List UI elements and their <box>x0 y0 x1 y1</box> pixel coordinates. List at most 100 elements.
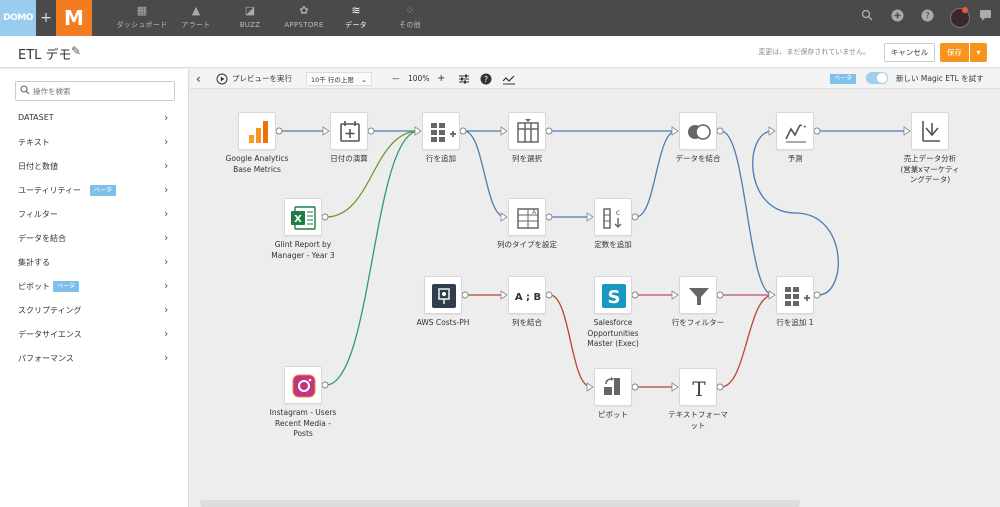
sidebar-item[interactable]: パフォーマンス› <box>0 347 189 371</box>
etl-node-combine[interactable]: A ; B <box>508 276 546 314</box>
nav-dashboard[interactable]: ▦ ダッシュボード <box>112 0 172 36</box>
m-logo[interactable]: M <box>56 0 92 36</box>
output-port[interactable] <box>367 127 375 135</box>
page-title[interactable]: ETL デモ <box>18 48 72 63</box>
input-port[interactable] <box>322 126 330 136</box>
nav-buzz[interactable]: ◪ BUZZ <box>228 0 272 36</box>
output-port[interactable] <box>461 291 469 299</box>
output-port[interactable] <box>321 213 329 221</box>
etl-node-addrow1[interactable] <box>422 112 460 150</box>
cancel-button[interactable]: キャンセル <box>884 43 935 62</box>
sidebar-item-label: データサイエンス <box>18 330 82 339</box>
etl-node-addrow2[interactable] <box>776 276 814 314</box>
output-port[interactable] <box>813 291 821 299</box>
etl-node-const[interactable]: c <box>594 198 632 236</box>
etl-node-date[interactable] <box>330 112 368 150</box>
output-port[interactable] <box>545 291 553 299</box>
etl-node-settype[interactable]: A <box>508 198 546 236</box>
search-icon[interactable] <box>858 9 876 27</box>
sidebar-item[interactable]: テキスト› <box>0 131 189 155</box>
help-circle-icon[interactable]: ? <box>480 72 492 86</box>
sidebar-item[interactable]: ピボットベータ› <box>0 275 189 299</box>
sidebar-item[interactable]: 集計する› <box>0 251 189 275</box>
input-port[interactable] <box>500 212 508 222</box>
output-port[interactable] <box>631 291 639 299</box>
etl-node-pivot[interactable] <box>594 368 632 406</box>
edge-textfmt-addrow2[interactable] <box>720 294 774 388</box>
sidebar-item[interactable]: 日付と数値› <box>0 155 189 179</box>
zoom-in-button[interactable]: + <box>437 73 446 84</box>
search-box[interactable] <box>15 81 175 101</box>
etl-node-aws[interactable] <box>424 276 462 314</box>
validate-icon[interactable] <box>502 72 516 86</box>
nav-data[interactable]: ≋ データ <box>336 0 376 36</box>
edge-glint-addrow1[interactable] <box>325 130 420 218</box>
etl-node-predict[interactable] <box>776 112 814 150</box>
etl-node-glint[interactable]: X <box>284 198 322 236</box>
magic-etl-toggle[interactable] <box>866 72 888 84</box>
etl-node-join1[interactable] <box>679 112 717 150</box>
nav-more[interactable]: ⁘ その他 <box>388 0 432 36</box>
output-port[interactable] <box>813 127 821 135</box>
etl-node-ga[interactable] <box>238 112 276 150</box>
edge-join1-addrow2[interactable] <box>720 130 774 296</box>
pencil-icon[interactable]: ✎ <box>71 44 82 58</box>
nav-alerts[interactable]: ▲ アラート <box>172 0 220 36</box>
input-port[interactable] <box>586 212 594 222</box>
sliders-icon[interactable] <box>458 72 470 86</box>
output-port[interactable] <box>275 127 283 135</box>
output-port[interactable] <box>545 213 553 221</box>
input-port[interactable] <box>586 382 594 392</box>
edge-addrow1-settype[interactable] <box>463 130 506 218</box>
output-port[interactable] <box>716 383 724 391</box>
sidebar-item[interactable]: データサイエンス› <box>0 323 189 347</box>
row-limit-select[interactable]: 10千 行の上限 ⌄ <box>306 72 372 86</box>
output-port[interactable] <box>321 381 329 389</box>
edge-const-join1[interactable] <box>635 130 677 218</box>
etl-node-filter[interactable] <box>679 276 717 314</box>
input-port[interactable] <box>671 290 679 300</box>
chat-bubble-icon[interactable] <box>976 9 994 27</box>
input-port[interactable] <box>671 126 679 136</box>
sidebar-item[interactable]: データを結合› <box>0 227 189 251</box>
output-port[interactable] <box>631 213 639 221</box>
input-port[interactable] <box>768 290 776 300</box>
input-port[interactable] <box>500 290 508 300</box>
save-menu-button[interactable]: ▾ <box>970 43 987 62</box>
etl-node-insta[interactable] <box>284 366 322 404</box>
edge-combine-pivot[interactable] <box>549 294 592 388</box>
input-port[interactable] <box>903 126 911 136</box>
sidebar-item[interactable]: フィルター› <box>0 203 189 227</box>
etl-node-selcol[interactable] <box>508 112 546 150</box>
edge-insta-addrow1[interactable] <box>325 130 420 386</box>
output-port[interactable] <box>545 127 553 135</box>
horizontal-scrollbar[interactable] <box>200 500 800 507</box>
sidebar-item[interactable]: DATASET› <box>0 107 189 131</box>
sidebar-item[interactable]: スクリプティング› <box>0 299 189 323</box>
back-button[interactable]: ‹ <box>196 72 201 86</box>
avatar[interactable] <box>950 8 970 28</box>
etl-node-sf[interactable]: S <box>594 276 632 314</box>
output-port[interactable] <box>716 291 724 299</box>
domo-logo[interactable]: DOMO <box>0 0 36 36</box>
input-port[interactable] <box>500 126 508 136</box>
help-icon[interactable]: ? <box>918 9 936 27</box>
play-icon[interactable] <box>216 72 228 86</box>
input-port[interactable] <box>414 126 422 136</box>
add-icon[interactable] <box>888 9 906 27</box>
sidebar-item[interactable]: ユーティリティーベータ› <box>0 179 189 203</box>
search-input[interactable] <box>33 84 171 98</box>
output-port[interactable] <box>716 127 724 135</box>
etl-node-textfmt[interactable]: T <box>679 368 717 406</box>
save-button[interactable]: 保存 <box>940 43 969 62</box>
etl-node-output[interactable] <box>911 112 949 150</box>
nav-appstore[interactable]: ✿ APPSTORE <box>280 0 328 36</box>
output-port[interactable] <box>631 383 639 391</box>
edge-addrow2-predict[interactable] <box>752 130 839 296</box>
input-port[interactable] <box>671 382 679 392</box>
preview-button[interactable]: プレビューを実行 <box>232 74 292 83</box>
output-port[interactable] <box>459 127 467 135</box>
input-port[interactable] <box>768 126 776 136</box>
zoom-out-button[interactable]: — <box>392 74 400 83</box>
